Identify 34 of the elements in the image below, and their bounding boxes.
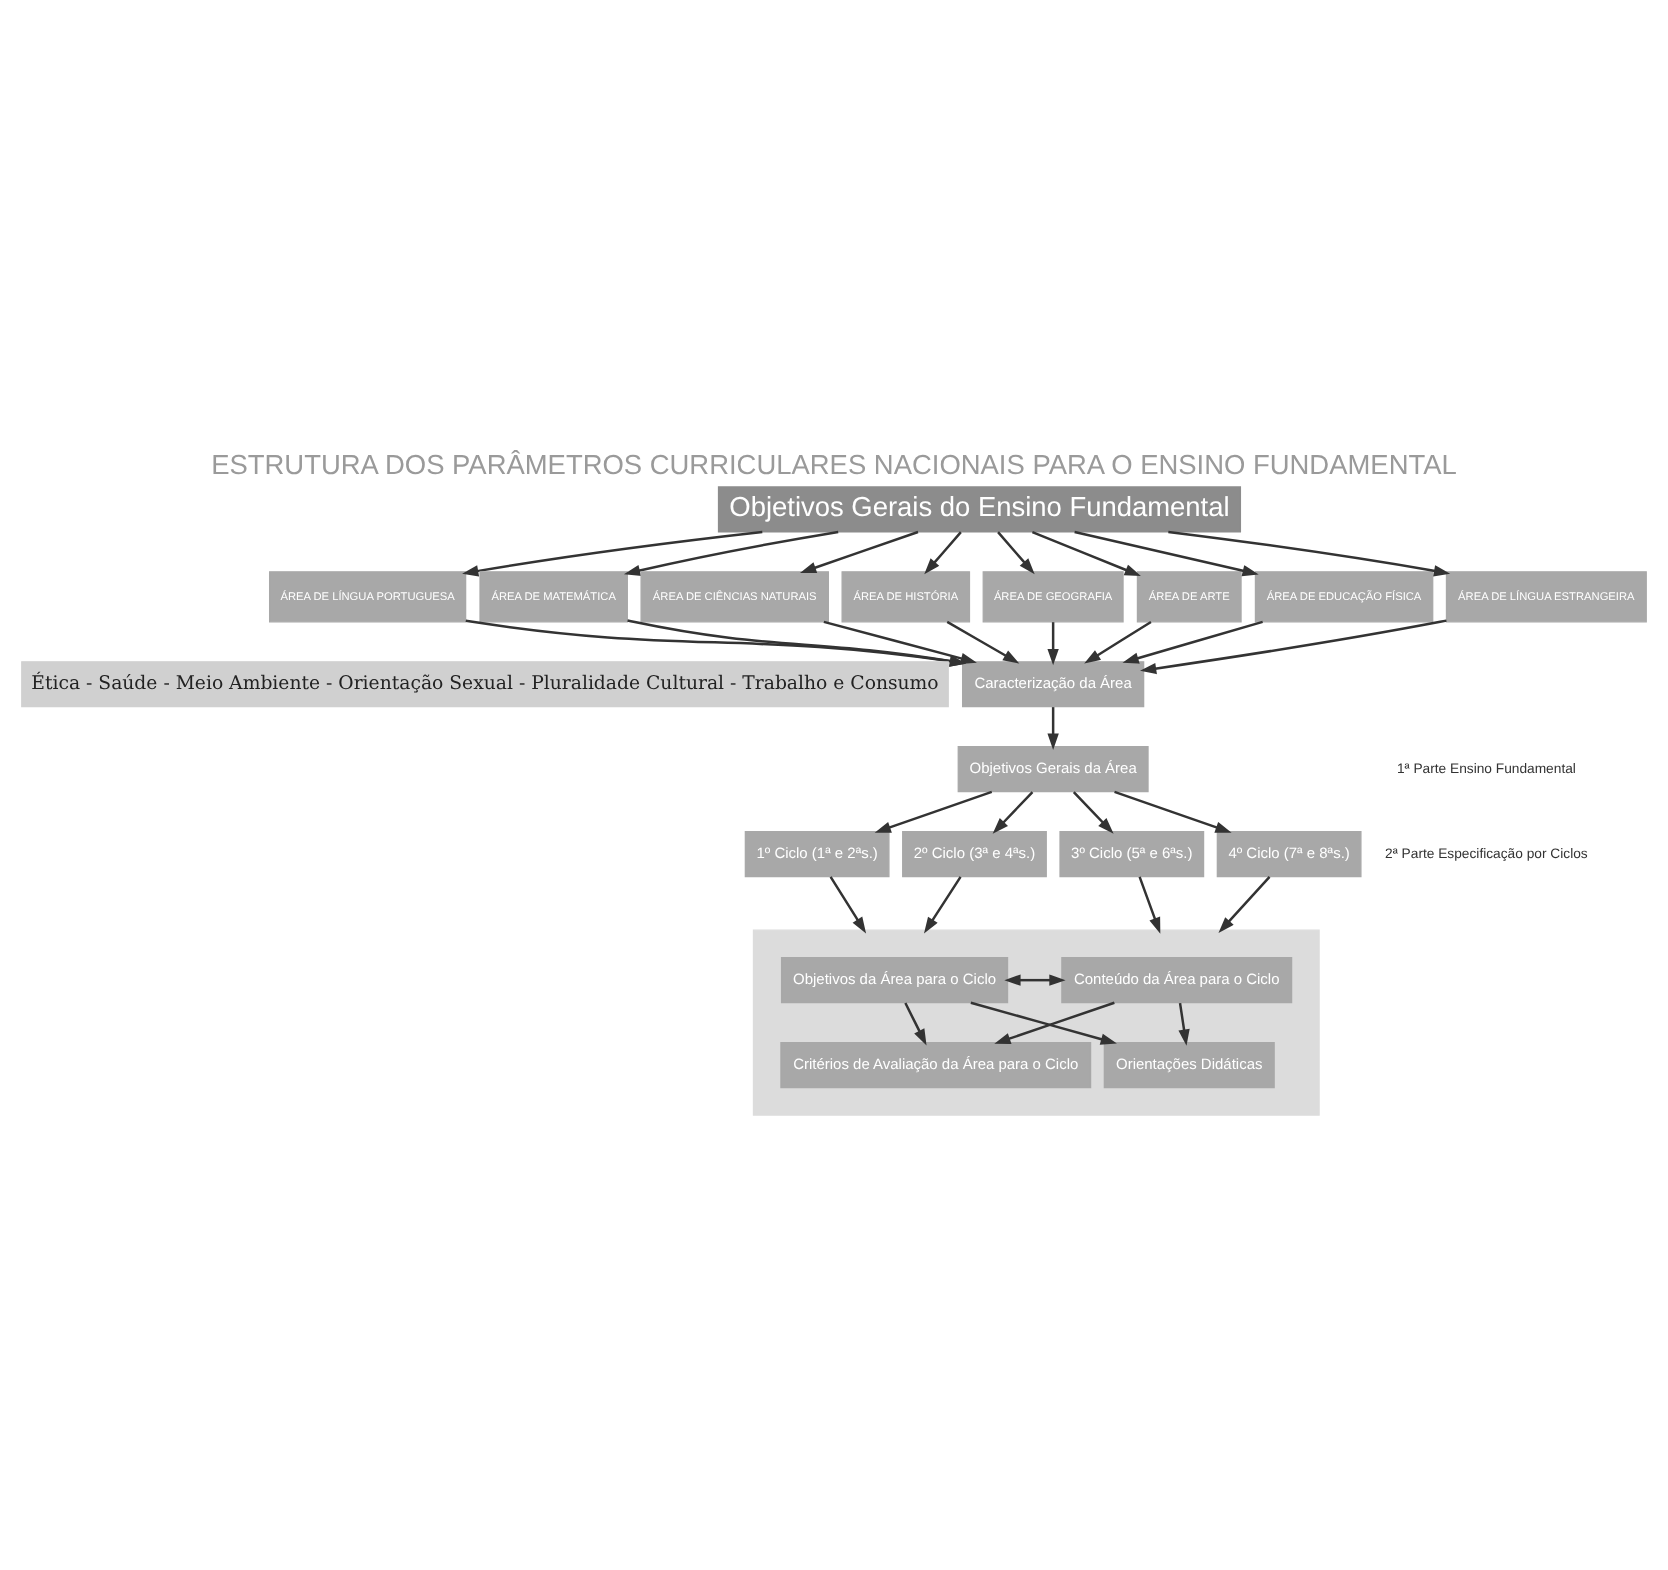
arrow (1072, 790, 1114, 833)
arrow (799, 529, 919, 572)
arrow (874, 789, 993, 832)
arrow (465, 618, 967, 666)
arrow (1084, 619, 1152, 663)
arrow (1047, 621, 1059, 665)
arrow (1168, 529, 1451, 576)
arrow (1031, 529, 1141, 576)
arrow (994, 1000, 1115, 1043)
arrow (823, 619, 977, 663)
arrow (992, 790, 1034, 833)
arrow (623, 529, 839, 575)
arrow (1047, 706, 1059, 749)
arrow (462, 529, 763, 576)
diagram-title: ESTRUTURA DOS PARÂMETROS CURRICULARES NACIONAIS PARA O ENSINO FUNDAMENTAL (211, 448, 1457, 479)
arrow (1074, 529, 1259, 576)
arrow (1114, 789, 1232, 832)
arrow (1138, 875, 1161, 933)
arrow (1218, 875, 1271, 932)
arrow (1004, 973, 1066, 985)
arrow (904, 1001, 927, 1045)
arrow (829, 875, 867, 933)
arrow (946, 619, 1020, 663)
arrow (627, 618, 967, 666)
arrow (1122, 619, 1263, 663)
arrow (997, 530, 1035, 574)
arrow (970, 1000, 1117, 1044)
arrow (1140, 618, 1447, 674)
node-box: Ética - Saúde - Meio Ambiente - Orientação Sexual - Pluralidade Cultural - Trabalho e Consumo (21, 660, 949, 707)
arrow (1178, 1001, 1190, 1045)
node-box: Objetivos Gerais do Ensino Fundamental (717, 485, 1242, 532)
arrow (924, 530, 962, 574)
cluster (752, 928, 1320, 1115)
arrow (924, 875, 962, 933)
